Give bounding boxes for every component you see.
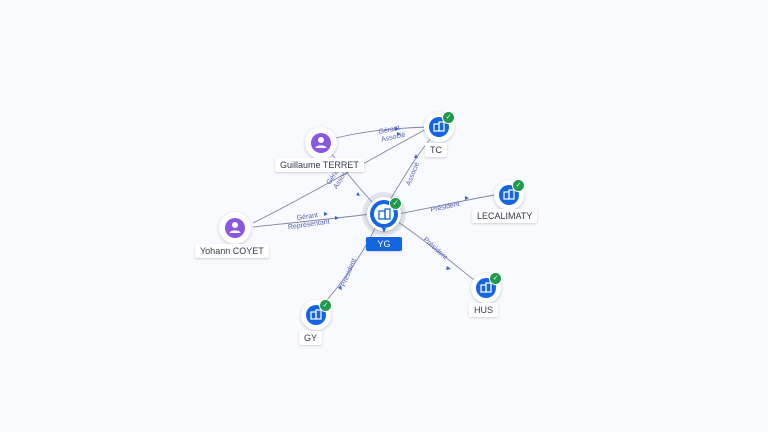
building-icon <box>374 204 394 233</box>
node-yg[interactable]: ✓ <box>362 192 406 236</box>
edge-yohann-yg <box>252 213 371 228</box>
edge-label-yg-gy: Président <box>340 258 358 288</box>
arrow-guillaume-tc-2 <box>397 132 401 136</box>
arrow-yg-tc <box>414 154 418 158</box>
node-hus[interactable]: ✓ <box>471 272 502 303</box>
verified-check-icon: ✓ <box>512 179 525 192</box>
node-label-tc[interactable]: TC <box>425 143 447 157</box>
person-icon <box>315 137 327 148</box>
node-guillaume-terret[interactable] <box>305 127 337 159</box>
verified-check-icon: ✓ <box>319 299 332 312</box>
node-label-gy[interactable]: GY <box>299 331 323 345</box>
edge-label-yg-tc: Associé <box>405 161 421 186</box>
building-icon <box>310 309 322 320</box>
node-yohann-coyet[interactable] <box>219 212 251 244</box>
node-tc[interactable]: ✓ <box>424 111 455 142</box>
node-label-yg[interactable]: YG <box>366 237 402 251</box>
edge-label-yohann-yg-1: Gérant <box>296 212 318 222</box>
verified-check-icon: ✓ <box>442 111 455 124</box>
node-label-hus[interactable]: HUS <box>469 303 499 317</box>
node-label-yohann-coyet[interactable]: Yohann COYET <box>195 244 269 258</box>
edge-label-yg-hus: Président <box>422 236 449 261</box>
edge-label-yg-lecalimaty: Président <box>430 201 460 214</box>
arrow-yohann-yg-2 <box>324 212 328 216</box>
arrow-yg-hus <box>446 266 451 270</box>
node-label-lecalimaty[interactable]: LECALIMATY <box>472 209 538 223</box>
person-icon <box>229 222 241 233</box>
edge-guillaume-tc <box>335 126 431 139</box>
verified-check-icon: ✓ <box>489 272 502 285</box>
building-icon <box>433 121 445 132</box>
node-lecalimaty[interactable]: ✓ <box>494 179 525 210</box>
arrow-yg-lecalimaty <box>465 196 469 200</box>
arrow-guillaume-tc <box>395 127 399 131</box>
node-gy[interactable]: ✓ <box>301 299 332 330</box>
node-label-guillaume-terret[interactable]: Guillaume TERRET <box>275 158 364 172</box>
edge-label-guillaume-tc-2: Associé <box>381 132 407 144</box>
edge-yg-lecalimaty <box>397 193 501 215</box>
building-icon <box>503 189 515 200</box>
edge-label-yohann-yg-2: Représentant <box>288 219 331 232</box>
edge-guillaume-yg <box>329 151 376 206</box>
edge-yohann-tc <box>252 126 431 224</box>
arrow-yohann-yg <box>335 216 339 220</box>
edge-label-guillaume-tc-1: Gérant <box>378 125 400 136</box>
building-icon <box>480 282 492 293</box>
arrow-guillaume-yg <box>356 192 360 196</box>
edge-yg-hus <box>397 221 479 284</box>
verified-check-icon: ✓ <box>389 197 402 210</box>
arrow-yg-gy <box>338 285 342 290</box>
